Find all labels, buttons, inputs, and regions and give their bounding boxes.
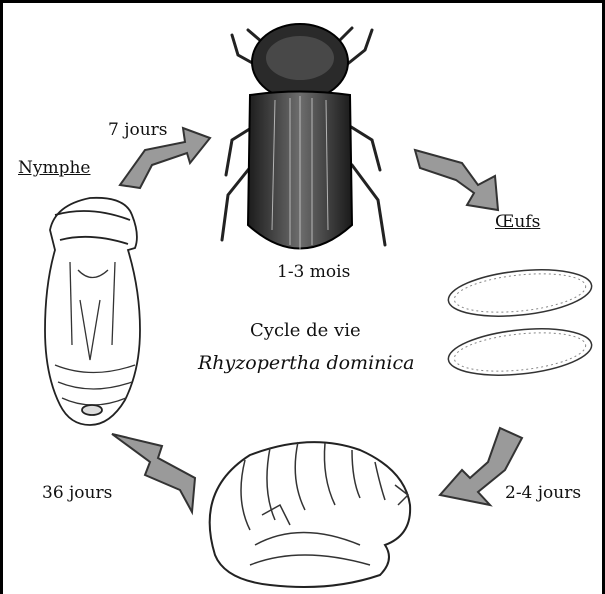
arrow-adult-to-eggs (415, 150, 498, 210)
eggs-icon (446, 264, 594, 382)
diagram-title-line2: Rhyzopertha dominica (198, 352, 414, 374)
larva-icon (210, 442, 410, 587)
pupa-icon (45, 198, 140, 425)
larva-to-nymph-duration: 36 jours (42, 483, 112, 503)
diagram-title-line1: Cycle de vie (250, 320, 361, 341)
eggs-label: Œufs (495, 212, 540, 232)
adult-duration: 1-3 mois (277, 262, 350, 282)
nymph-to-adult-duration: 7 jours (108, 120, 168, 140)
arrow-larva-to-nymph (112, 434, 195, 512)
eggs-to-larva-duration: 2-4 jours (505, 483, 581, 503)
beetle-adult-icon (222, 24, 385, 250)
nymph-label: Nymphe (18, 158, 91, 178)
